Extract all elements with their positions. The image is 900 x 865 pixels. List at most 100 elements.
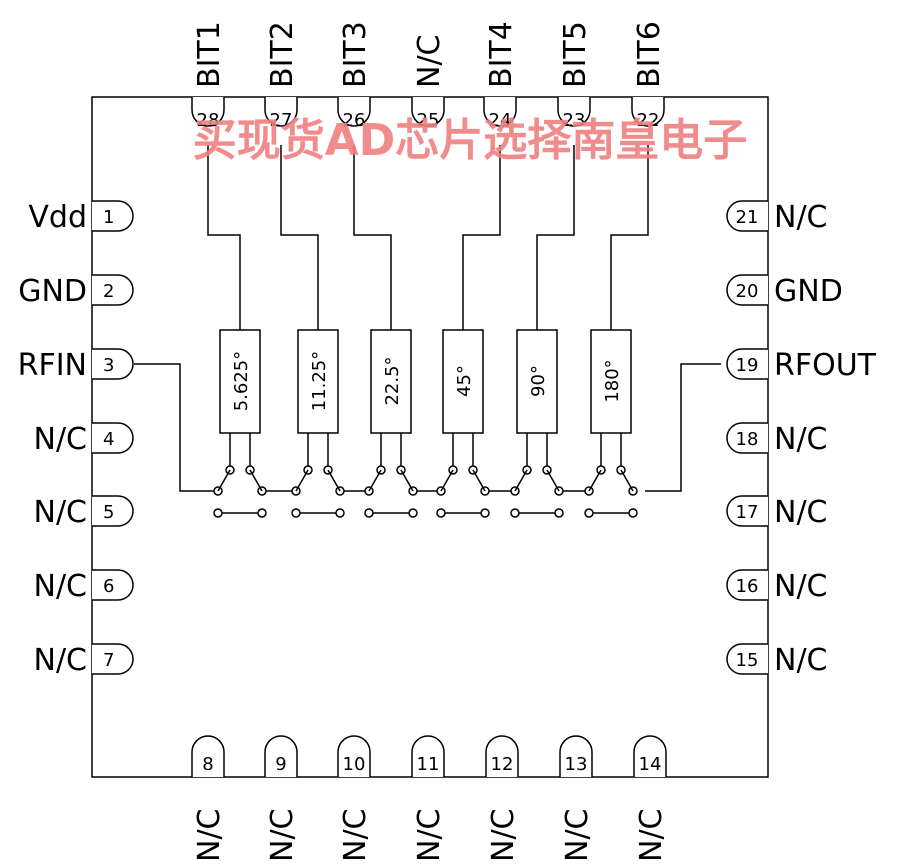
phase-block-label-4: 45° [454, 365, 475, 397]
pin-20-label: GND [774, 274, 843, 309]
pin-15-number: 15 [736, 650, 759, 671]
pin-21-number: 21 [736, 207, 759, 228]
pin-6-pad [92, 569, 134, 601]
phase-block-label-1: 5.625° [231, 351, 252, 412]
pin-22-pad [631, 97, 665, 127]
pin-20-number: 20 [736, 281, 759, 302]
pin-2-number: 2 [103, 281, 114, 302]
pin-4-number: 4 [103, 429, 114, 450]
pin-6-number: 6 [103, 576, 114, 597]
pin-12-pad [485, 735, 519, 777]
pin-19-label: RFOUT [774, 348, 877, 383]
bypass-contact-b-4 [480, 508, 490, 518]
pin-19-pad [726, 348, 768, 380]
bypass-contact-a-1 [213, 508, 223, 518]
pin-18-number: 18 [736, 429, 759, 450]
pin-14-pad [633, 735, 667, 777]
switch-arm-a-1 [217, 469, 231, 492]
switch-arm-b-4 [472, 469, 486, 492]
rfout-trace [645, 363, 721, 492]
pin-27-pad [264, 97, 298, 127]
bypass-contact-a-4 [436, 508, 446, 518]
switch-arm-a-2 [295, 469, 309, 492]
pin-12-label: N/C [486, 809, 521, 863]
phase-block-1 [219, 329, 261, 434]
pin-5-pad [92, 495, 134, 527]
bypass-contact-a-5 [510, 508, 520, 518]
control-line-3 [353, 145, 392, 330]
control-line-6 [610, 145, 649, 330]
pin-3-label: RFIN [18, 348, 87, 383]
pin-12-number: 12 [491, 754, 514, 775]
bypass-contact-a-3 [364, 508, 374, 518]
pin-13-label: N/C [560, 809, 595, 863]
pin-3-pad [92, 348, 134, 380]
pin-10-number: 10 [343, 754, 366, 775]
pin-1-pad [92, 200, 134, 232]
bypass-contact-b-1 [257, 508, 267, 518]
pin-8-label: N/C [192, 809, 227, 863]
pin-26-pad [337, 97, 371, 127]
pin-13-pad [559, 735, 593, 777]
rfin-trace [134, 363, 214, 492]
pin-25-label: N/C [412, 35, 447, 89]
phase-block-2 [297, 329, 339, 434]
pin-28-pad [191, 97, 225, 127]
pin-3-number: 3 [103, 355, 114, 376]
phase-block-4 [442, 329, 484, 434]
pin-14-label: N/C [634, 809, 669, 863]
control-line-2 [280, 145, 319, 330]
pin-8-number: 8 [202, 754, 213, 775]
pin-27-number: 27 [270, 110, 293, 131]
pin-4-label: N/C [34, 422, 88, 457]
pin-26-label: BIT3 [338, 21, 373, 88]
pin-15-label: N/C [774, 643, 828, 678]
switch-arm-b-2 [327, 469, 341, 492]
pin-8-pad [191, 735, 225, 777]
pin-6-label: N/C [34, 569, 88, 604]
pin-24-pad [483, 97, 517, 127]
bypass-contact-b-5 [554, 508, 564, 518]
pin-25-pad [411, 97, 445, 127]
pin-1-number: 1 [103, 207, 114, 228]
control-line-1 [207, 145, 241, 330]
pin-13-number: 13 [565, 754, 588, 775]
pin-15-pad [726, 643, 768, 675]
pin-16-number: 16 [736, 576, 759, 597]
pin-10-label: N/C [338, 809, 373, 863]
pin-16-label: N/C [774, 569, 828, 604]
bypass-contact-a-6 [584, 508, 594, 518]
bypass-contact-a-2 [291, 508, 301, 518]
pin-20-pad [726, 274, 768, 306]
pin-24-label: BIT4 [484, 21, 519, 88]
pin-19-number: 19 [736, 355, 759, 376]
pin-21-label: N/C [774, 200, 828, 235]
switch-arm-a-5 [514, 469, 528, 492]
pin-23-pad [557, 97, 591, 127]
pin-18-label: N/C [774, 422, 828, 457]
phase-block-label-2: 11.25° [309, 351, 330, 412]
pin-11-label: N/C [412, 809, 447, 863]
pin-28-label: BIT1 [192, 21, 227, 88]
pin-14-number: 14 [639, 754, 662, 775]
switch-arm-a-6 [588, 469, 602, 492]
phase-block-5 [516, 329, 558, 434]
phase-block-label-5: 90° [528, 365, 549, 397]
pin-5-label: N/C [34, 495, 88, 530]
pin-17-pad [726, 495, 768, 527]
switch-arm-b-1 [249, 469, 263, 492]
pin-23-label: BIT5 [558, 21, 593, 88]
pin-17-label: N/C [774, 495, 828, 530]
pin-10-pad [337, 735, 371, 777]
control-line-4 [462, 145, 501, 330]
pin-1-label: Vdd [28, 200, 87, 235]
pin-9-label: N/C [265, 809, 300, 863]
pin-7-number: 7 [103, 650, 114, 671]
bypass-contact-b-2 [335, 508, 345, 518]
pin-9-pad [264, 735, 298, 777]
phase-block-3 [370, 329, 412, 434]
pin-5-number: 5 [103, 502, 114, 523]
phase-block-label-6: 180° [602, 359, 623, 402]
switch-arm-a-3 [368, 469, 382, 492]
